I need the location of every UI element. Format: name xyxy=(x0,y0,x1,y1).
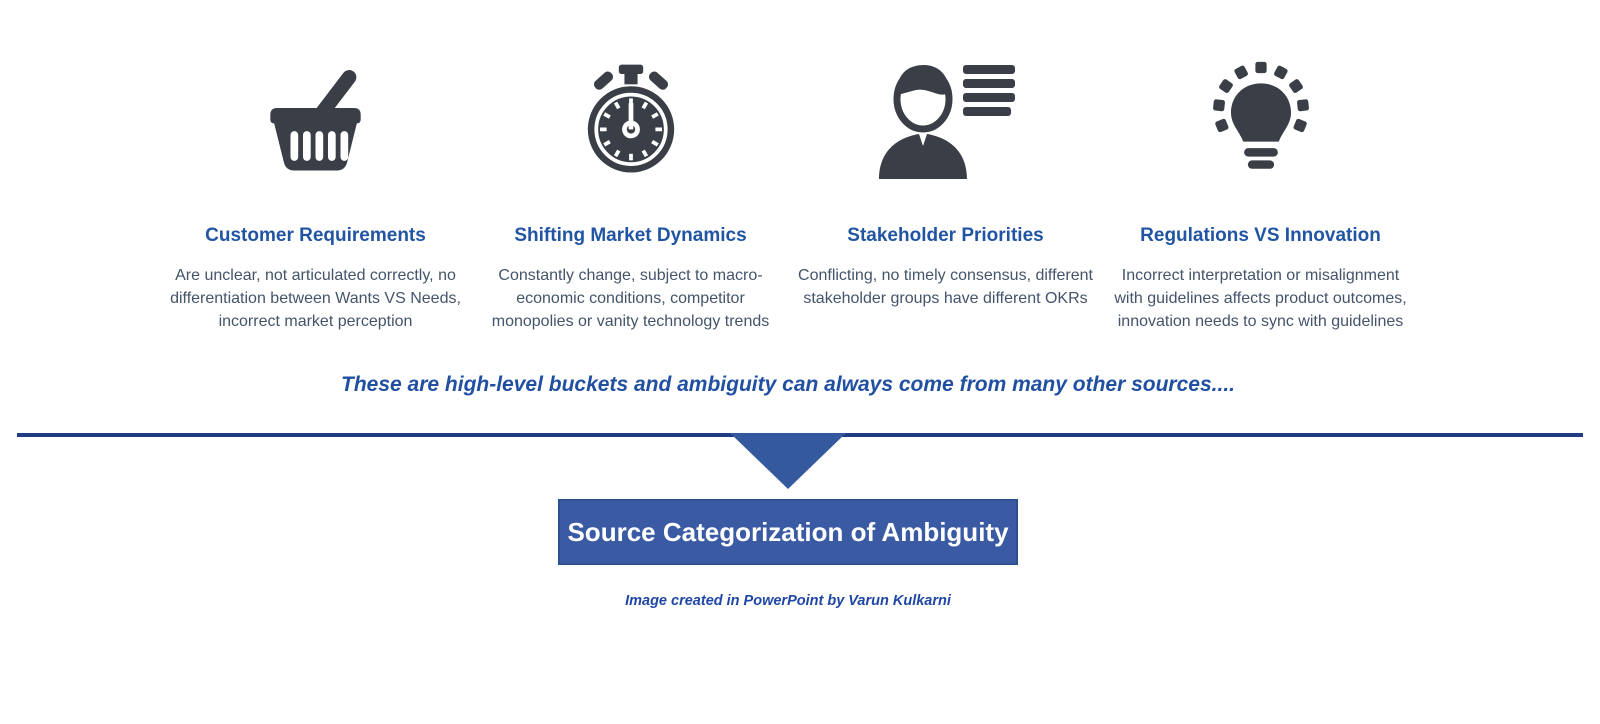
category-regulations-vs-innovation: Regulations VS Innovation Incorrect inte… xyxy=(1109,50,1412,333)
image-credit: Image created in PowerPoint by Varun Kul… xyxy=(625,593,951,609)
lightbulb-idea-icon xyxy=(1109,50,1412,190)
down-arrow-shape xyxy=(730,433,846,489)
person-with-list-icon xyxy=(794,50,1097,190)
category-title: Shifting Market Dynamics xyxy=(514,225,747,246)
category-description: Are unclear, not articulated correctly, … xyxy=(170,267,461,330)
category-description: Conflicting, no timely consensus, differ… xyxy=(798,267,1093,307)
category-stakeholder-priorities: Stakeholder Priorities Conflicting, no t… xyxy=(794,50,1097,333)
banner-box: Source Categorization of Ambiguity xyxy=(558,499,1018,565)
category-title: Stakeholder Priorities xyxy=(847,225,1044,246)
category-description: Incorrect interpretation or misalignment… xyxy=(1114,267,1407,330)
category-description: Constantly change, subject to macro-econ… xyxy=(491,267,770,330)
stopwatch-icon xyxy=(479,50,782,190)
category-title: Regulations VS Innovation xyxy=(1140,225,1381,246)
category-customer-requirements: Customer Requirements Are unclear, not a… xyxy=(164,50,467,333)
shopping-basket-icon xyxy=(164,50,467,190)
summary-statement: These are high-level buckets and ambigui… xyxy=(341,373,1235,396)
category-shifting-market-dynamics: Shifting Market Dynamics Constantly chan… xyxy=(479,50,782,333)
banner-title: Source Categorization of Ambiguity xyxy=(567,516,1009,547)
category-title: Customer Requirements xyxy=(205,225,426,246)
category-columns: Customer Requirements Are unclear, not a… xyxy=(164,0,1412,333)
